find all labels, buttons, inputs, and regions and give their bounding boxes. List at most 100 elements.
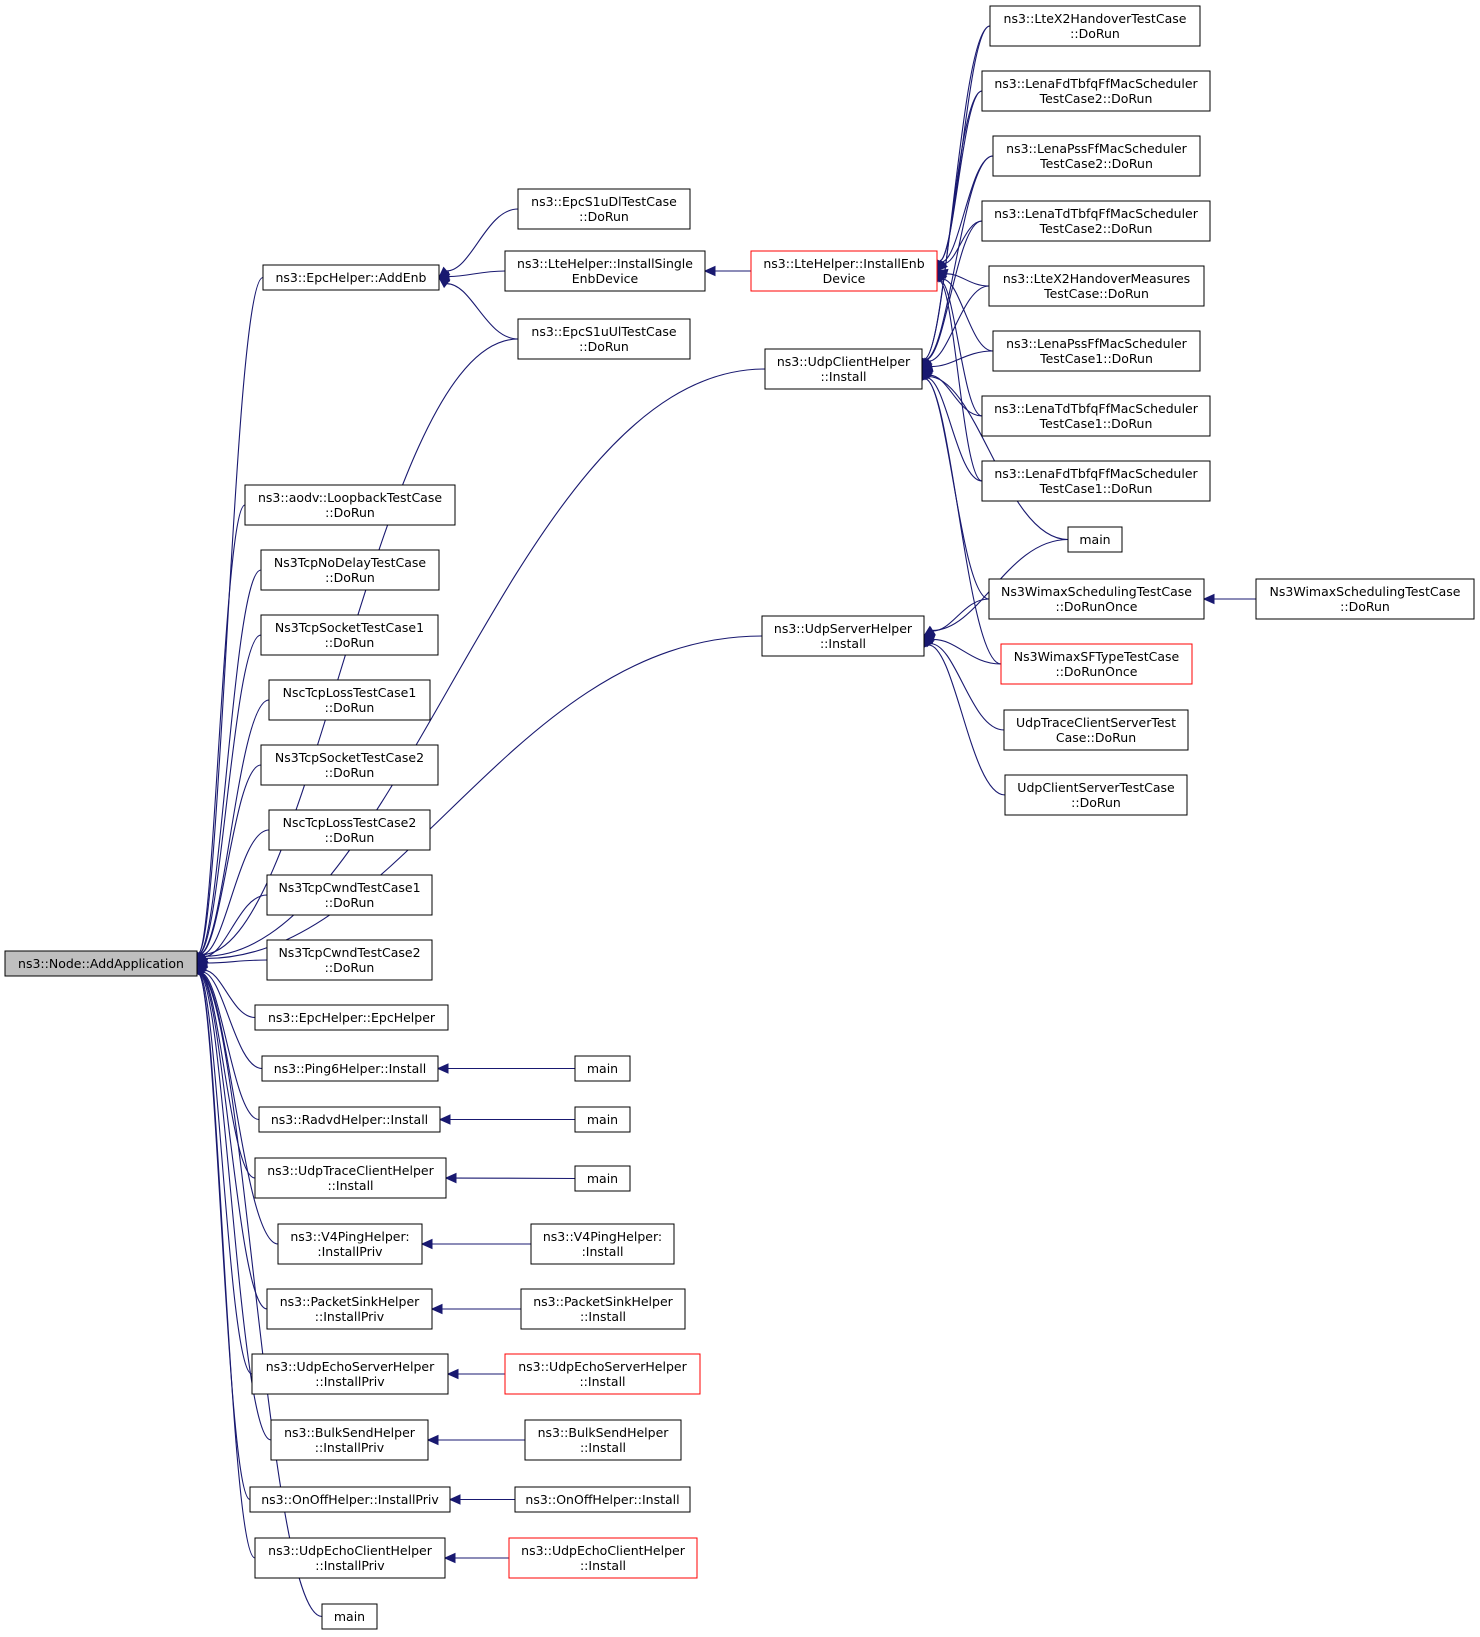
call-edge bbox=[446, 1368, 505, 1380]
node-tcpnodelay[interactable]: Ns3TcpNoDelayTestCase::DoRun bbox=[260, 549, 440, 591]
edge-line bbox=[206, 959, 268, 964]
node-mainradvd[interactable]: main bbox=[574, 1106, 631, 1133]
node-cwnd1[interactable]: Ns3TcpCwndTestCase1::DoRun bbox=[266, 874, 433, 916]
node-box bbox=[260, 549, 440, 591]
node-label: ::InstallPriv bbox=[315, 1309, 385, 1324]
node-label: UdpTraceClientServerTest bbox=[1016, 715, 1176, 730]
node-td1[interactable]: ns3::LenaTdTbfqFfMacSchedulerTestCase1::… bbox=[981, 395, 1211, 437]
node-box bbox=[277, 1223, 423, 1265]
node-label: ::DoRun bbox=[325, 700, 375, 715]
node-box bbox=[258, 1106, 441, 1133]
node-x2ho[interactable]: ns3::LteX2HandoverTestCase::DoRun bbox=[989, 5, 1201, 47]
node-v4priv[interactable]: ns3::V4PingHelper::InstallPriv bbox=[277, 1223, 423, 1265]
node-nscloss2[interactable]: NscTcpLossTestCase2::DoRun bbox=[268, 809, 431, 851]
edge-line bbox=[928, 644, 1006, 796]
node-radvd[interactable]: ns3::RadvdHelper::Install bbox=[258, 1106, 441, 1133]
node-fd2[interactable]: ns3::LenaFdTbfqFfMacSchedulerTestCase2::… bbox=[981, 70, 1211, 112]
node-udpclient[interactable]: ns3::UdpClientHelper::Install bbox=[764, 348, 923, 390]
call-edge bbox=[922, 634, 1002, 665]
node-onoffinst[interactable]: ns3::OnOffHelper::Install bbox=[514, 1486, 691, 1513]
node-box bbox=[1000, 643, 1193, 685]
node-tcpsock1[interactable]: Ns3TcpSocketTestCase1::DoRun bbox=[260, 614, 439, 656]
call-edge bbox=[1202, 593, 1256, 605]
node-aodv[interactable]: ns3::aodv::LoopbackTestCase::DoRun bbox=[244, 484, 456, 526]
node-addenb[interactable]: ns3::EpcHelper::AddEnb bbox=[262, 264, 440, 291]
node-label: ::DoRun bbox=[579, 209, 629, 224]
node-label: ns3::EpcS1uDlTestCase bbox=[531, 194, 677, 209]
node-label: ns3::LenaFdTbfqFfMacScheduler bbox=[994, 76, 1198, 91]
node-s1udl[interactable]: ns3::EpcS1uDlTestCase::DoRun bbox=[517, 188, 691, 230]
node-x2meas[interactable]: ns3::LteX2HandoverMeasuresTestCase::DoRu… bbox=[988, 265, 1205, 307]
node-onoffpriv[interactable]: ns3::OnOffHelper::InstallPriv bbox=[249, 1486, 451, 1513]
arrowhead-icon bbox=[444, 1172, 457, 1184]
node-fd1[interactable]: ns3::LenaFdTbfqFfMacSchedulerTestCase1::… bbox=[981, 460, 1211, 502]
edge-line bbox=[198, 569, 262, 955]
arrowhead-icon bbox=[420, 1238, 433, 1250]
node-root[interactable]: ns3::Node::AddApplication bbox=[4, 950, 198, 977]
node-sinkpriv[interactable]: ns3::PacketSinkHelper::InstallPriv bbox=[266, 1288, 433, 1330]
node-label: ns3::LteHelper::InstallSingle bbox=[517, 256, 693, 271]
call-edge bbox=[436, 1063, 575, 1074]
call-edge bbox=[430, 1303, 521, 1315]
node-pss2[interactable]: ns3::LenaPssFfMacSchedulerTestCase2::DoR… bbox=[992, 135, 1201, 177]
node-label: ns3::LenaPssFfMacScheduler bbox=[1006, 141, 1188, 156]
node-box bbox=[504, 1353, 701, 1395]
node-udpserver[interactable]: ns3::UdpServerHelper::Install bbox=[761, 615, 925, 657]
node-udpcs[interactable]: UdpClientServerTestCase::DoRun bbox=[1004, 774, 1188, 816]
node-box bbox=[244, 484, 456, 526]
node-box bbox=[981, 395, 1211, 437]
node-box bbox=[508, 1537, 698, 1579]
call-edge bbox=[444, 1172, 576, 1184]
node-nscloss1[interactable]: NscTcpLossTestCase1::DoRun bbox=[268, 679, 431, 721]
node-s1uul[interactable]: ns3::EpcS1uUlTestCase::DoRun bbox=[517, 318, 691, 360]
call-edge bbox=[426, 1434, 525, 1446]
node-maintrace[interactable]: main bbox=[574, 1165, 631, 1192]
node-udptracehelper[interactable]: ns3::UdpTraceClientHelper::Install bbox=[254, 1157, 447, 1199]
node-v4inst[interactable]: ns3::V4PingHelper::Install bbox=[530, 1223, 675, 1265]
node-label: Ns3TcpCwndTestCase2 bbox=[278, 945, 420, 960]
node-label: ::InstallPriv bbox=[315, 1374, 385, 1389]
call-edge bbox=[438, 276, 519, 340]
node-epchelper[interactable]: ns3::EpcHelper::EpcHelper bbox=[254, 1004, 449, 1031]
node-label: ns3::Ping6Helper::Install bbox=[274, 1061, 427, 1076]
node-label: ::DoRun bbox=[1070, 26, 1120, 41]
node-echocltpriv[interactable]: ns3::UdpEchoClientHelper::InstallPriv bbox=[254, 1537, 446, 1579]
node-wimaxrun[interactable]: Ns3WimaxSchedulingTestCase::DoRun bbox=[1255, 578, 1475, 620]
node-tcpsock2[interactable]: Ns3TcpSocketTestCase2::DoRun bbox=[260, 744, 439, 786]
node-mainping6[interactable]: main bbox=[574, 1055, 631, 1082]
node-box bbox=[761, 615, 925, 657]
call-edge bbox=[420, 1238, 531, 1250]
node-box bbox=[1067, 526, 1123, 553]
node-mainr[interactable]: main bbox=[1067, 526, 1123, 553]
node-echosrvinst[interactable]: ns3::UdpEchoServerHelper::Install bbox=[504, 1353, 701, 1395]
node-td2[interactable]: ns3::LenaTdTbfqFfMacSchedulerTestCase2::… bbox=[981, 200, 1211, 242]
node-label: ns3::aodv::LoopbackTestCase bbox=[258, 490, 442, 505]
edge-line bbox=[923, 90, 983, 360]
node-label: ns3::PacketSinkHelper bbox=[533, 1294, 673, 1309]
arrowhead-icon bbox=[438, 1114, 451, 1125]
edge-line bbox=[932, 598, 990, 632]
edge-line bbox=[938, 280, 983, 482]
node-wimaxsf[interactable]: Ns3WimaxSFTypeTestCase::DoRunOnce bbox=[1000, 643, 1193, 685]
call-edge bbox=[192, 504, 246, 965]
node-mainbottom[interactable]: main bbox=[321, 1603, 378, 1630]
node-wimaxonce[interactable]: Ns3WimaxSchedulingTestCase::DoRunOnce bbox=[988, 578, 1205, 620]
edge-line bbox=[200, 972, 260, 1121]
node-sinkinst[interactable]: ns3::PacketSinkHelper::Install bbox=[520, 1288, 686, 1330]
node-echosrvpriv[interactable]: ns3::UdpEchoServerHelper::InstallPriv bbox=[251, 1353, 449, 1395]
node-box bbox=[517, 188, 691, 230]
nodes-layer: ns3::Node::AddApplicationns3::EpcHelper:… bbox=[4, 5, 1475, 1630]
edge-line bbox=[448, 270, 506, 278]
edge-line bbox=[928, 285, 990, 362]
node-echocltinst[interactable]: ns3::UdpEchoClientHelper::Install bbox=[508, 1537, 698, 1579]
node-cwnd2[interactable]: Ns3TcpCwndTestCase2::DoRun bbox=[266, 939, 433, 981]
node-bulkpriv[interactable]: ns3::BulkSendHelper::InstallPriv bbox=[270, 1419, 429, 1461]
edge-line bbox=[930, 643, 1005, 731]
edge-line bbox=[942, 278, 994, 352]
node-pss1[interactable]: ns3::LenaPssFfMacSchedulerTestCase1::DoR… bbox=[992, 330, 1201, 372]
node-ping6[interactable]: ns3::Ping6Helper::Install bbox=[261, 1055, 439, 1082]
node-bulkinst[interactable]: ns3::BulkSendHelper::Install bbox=[524, 1419, 682, 1461]
